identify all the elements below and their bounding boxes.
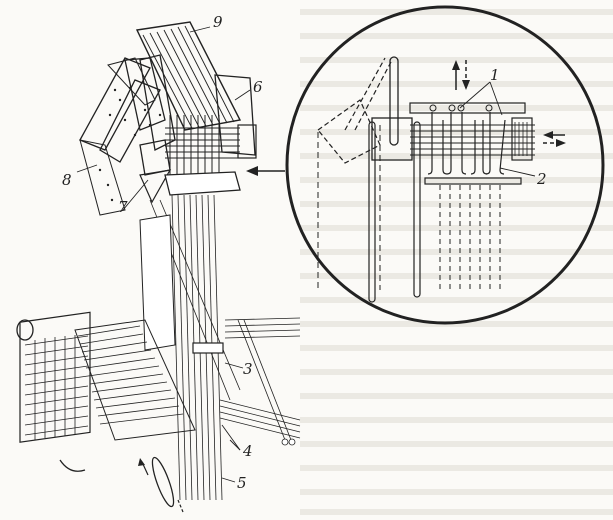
needles	[410, 124, 535, 156]
label-9: 9	[213, 13, 223, 31]
shuttle	[138, 456, 184, 513]
griffe-frame	[135, 21, 242, 131]
label-7: 7	[118, 198, 128, 216]
vertical-motion-arrows	[452, 60, 470, 90]
cloth-roll-end	[16, 319, 34, 341]
label-2: 2	[536, 170, 547, 188]
label-6: 6	[253, 78, 263, 96]
fabric-grid	[24, 335, 89, 440]
leader-lines	[76, 26, 536, 483]
label-3: 3	[243, 360, 253, 378]
label-8: 8	[62, 171, 72, 189]
griffe-knife	[389, 56, 399, 146]
bottom-board	[424, 177, 522, 185]
horizontal-motion-arrows	[543, 131, 566, 147]
label-4: 4	[242, 442, 253, 460]
label-5: 5	[237, 474, 247, 492]
cloth-roll-bottom	[59, 459, 86, 472]
label-1: 1	[490, 66, 500, 84]
needle-box	[214, 74, 257, 159]
magnified-detail	[285, 5, 605, 325]
griffe-bar	[409, 102, 526, 114]
comber-board	[139, 214, 176, 351]
woven-fabric	[16, 311, 196, 472]
magnify-pointer	[246, 166, 285, 176]
hooks-assembly	[164, 115, 241, 196]
warp-threads	[219, 317, 301, 446]
harness-cords	[149, 194, 241, 501]
vertical-hooks	[427, 112, 506, 175]
spring-box	[511, 117, 533, 161]
